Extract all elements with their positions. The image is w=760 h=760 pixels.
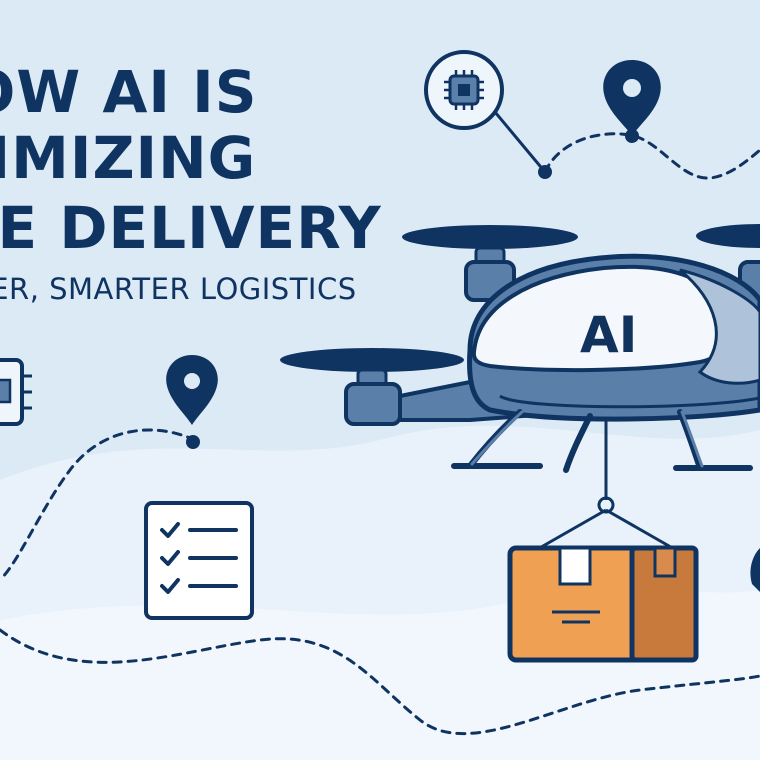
chip-icon [0,358,32,426]
headline-line-1: OW AI IS [0,58,258,126]
rotor-top-left [402,225,578,302]
subtitle: TER, SMARTER LOGISTICS [0,272,357,306]
location-pin-icon [603,60,661,143]
chip-icon [424,50,552,179]
headline-line-2: TIMIZING [0,124,257,192]
drone-ai-label: AI [580,306,637,364]
package-icon [507,545,699,663]
route-lines [0,132,760,736]
drone-icon: AI [280,224,760,552]
location-pin-icon [166,355,218,449]
location-pin-icon [750,548,760,592]
rotor-left [280,348,464,426]
checklist-icon [144,501,254,620]
headline-line-3: NE DELIVERY [0,194,382,262]
